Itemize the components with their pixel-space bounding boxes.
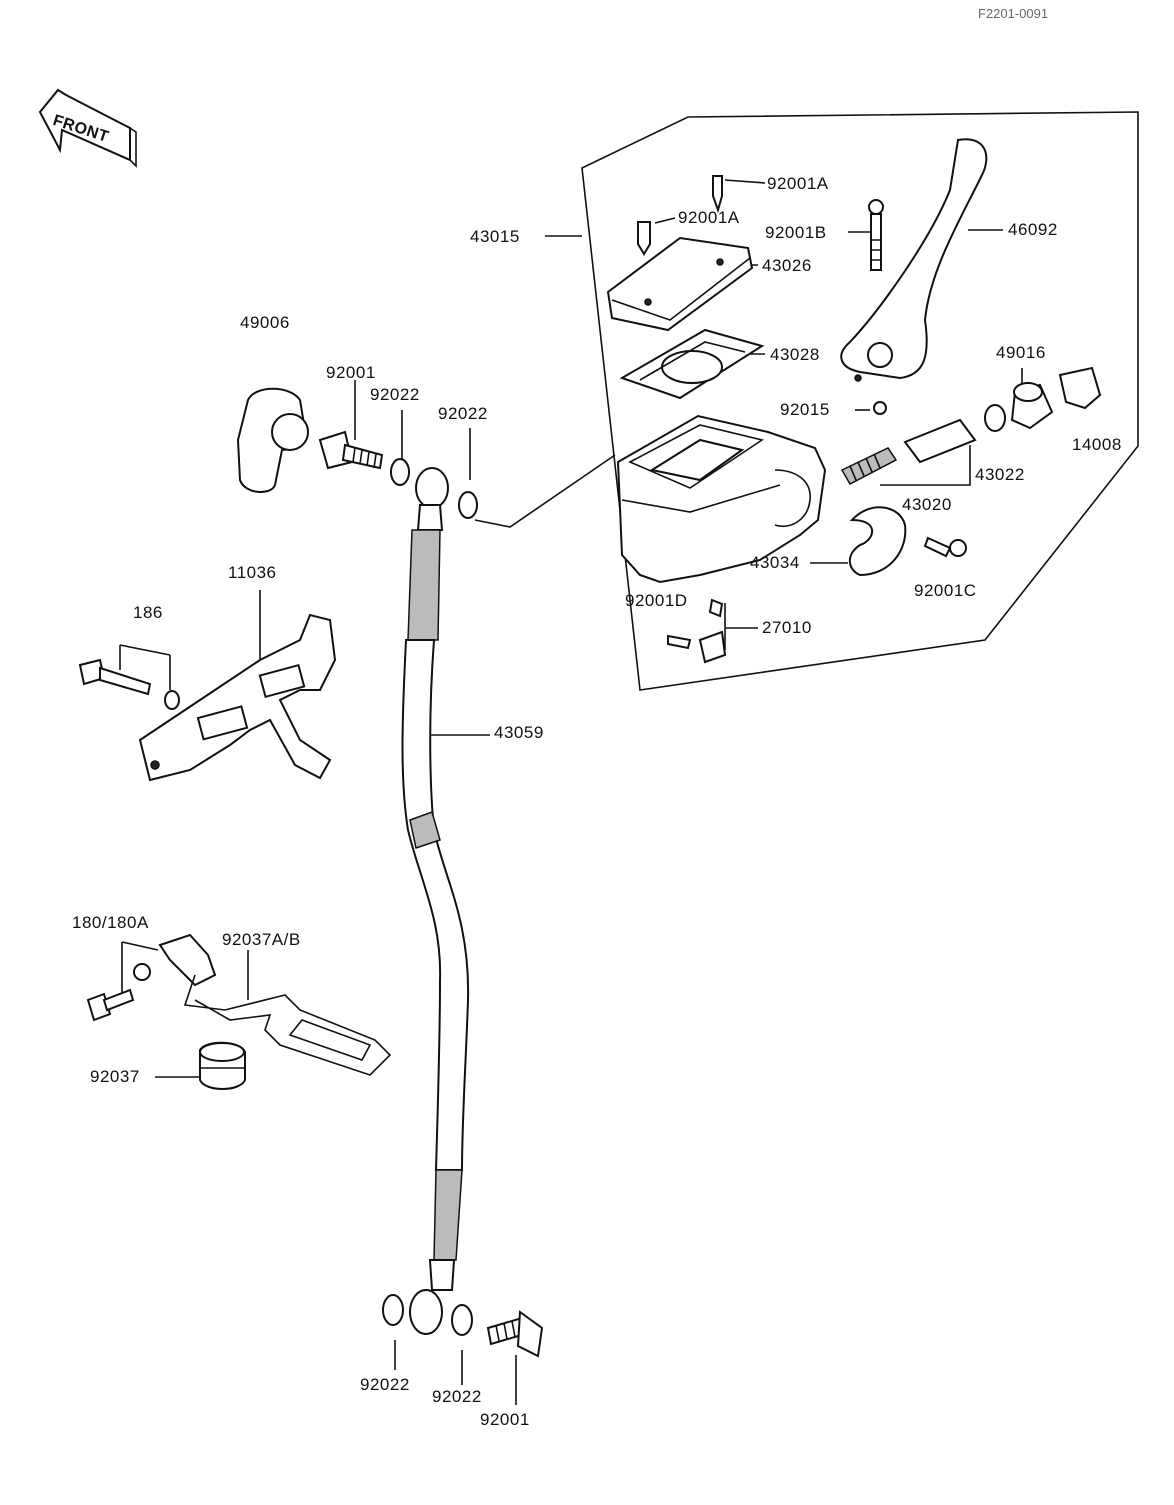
label-43026: 43026 [762,256,812,275]
label-92022: 92022 [370,385,420,404]
label-49016: 49016 [996,343,1046,362]
grommet-92037 [199,1041,246,1090]
nut-92015-icon [873,401,887,415]
label-92001D: 92001D [625,591,688,610]
label-27010: 27010 [762,618,812,637]
hose-clamp-92037AB [158,933,392,1076]
bolt-92001C-icon [923,536,967,558]
reservoir-cap-43026 [606,236,754,332]
assembly-43015-outline [581,111,1139,691]
front-arrow-icon [38,88,137,168]
label-92001: 92001 [326,363,376,382]
banjo-bolt-92001-icon [318,430,384,470]
clamp-43034 [848,506,907,577]
label-43020: 43020 [902,495,952,514]
diaphragm-43028 [619,328,765,400]
label-43059: 43059 [494,723,544,742]
banjo-bolt-92001-icon [486,1310,544,1358]
label-43015: 43015 [470,227,520,246]
lever-46092 [840,138,988,382]
cover-49006 [236,387,309,493]
dust-cover-14008 [1058,366,1102,410]
label-92001A: 92001A [678,208,740,227]
washer-92022-icon [382,1294,404,1326]
switch-27010 [667,598,727,664]
piston-43022 [903,404,1006,464]
bolt-92001B-icon [868,199,884,271]
label-43028: 43028 [770,345,820,364]
washer-92022-icon [451,1304,473,1336]
banjo-fitting-top [415,467,449,509]
label-49006: 49006 [240,313,290,332]
label-92037AB: 92037A/B [222,930,301,949]
spring-43020 [840,447,898,485]
master-cylinder-body [616,414,827,584]
bracket-11036 [138,613,337,782]
screw-92001A-icon [637,175,723,256]
label-11036: 11036 [228,563,277,582]
label-92001A: 92001A [767,174,829,193]
label-92037: 92037 [90,1067,140,1086]
bolt-180-icon [86,963,151,1022]
label-92001C: 92001C [914,581,977,600]
label-92001: 92001 [480,1410,530,1429]
label-14008: 14008 [1072,435,1122,454]
boot-49016 [1010,382,1054,430]
label-43034: 43034 [750,553,800,572]
label-186: 186 [133,603,163,622]
brake-hose-43059 [401,504,470,1335]
washer-92022-icon [458,491,478,519]
label-92022: 92022 [360,1375,410,1394]
label-92022: 92022 [432,1387,482,1406]
label-92022: 92022 [438,404,488,423]
label-43022: 43022 [975,465,1025,484]
washer-92022-icon [390,458,410,486]
label-46092: 46092 [1008,220,1058,239]
leader-lines [119,179,1023,1405]
document-code: F2201-0091 [978,6,1049,21]
label-92001B: 92001B [765,223,827,242]
bolt-186-icon [78,658,180,710]
label-92015: 92015 [780,400,830,419]
label-180-180A: 180/180A [72,913,149,932]
